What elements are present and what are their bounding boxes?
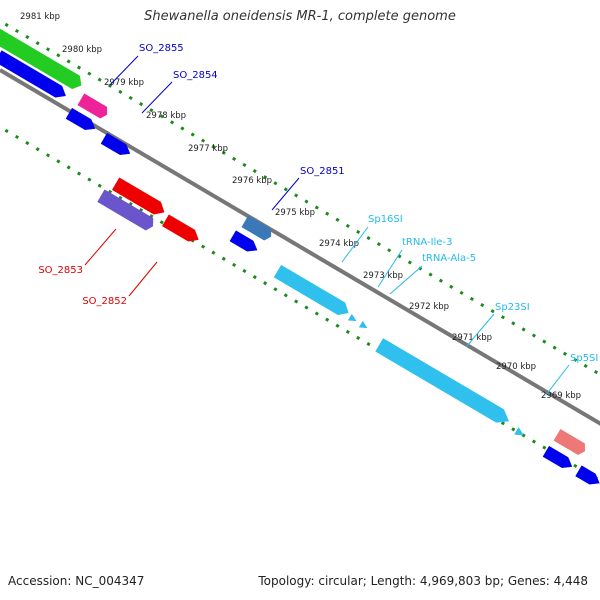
scale-tick-label: 2972 kbp	[409, 302, 449, 312]
gene-label: SO_2854	[173, 70, 218, 81]
gene-label: SO_2852	[82, 296, 127, 307]
label-leader-line	[141, 81, 173, 114]
gene-arrow	[273, 264, 349, 316]
gene-arrow	[358, 320, 368, 329]
scale-tick-label: 2974 kbp	[319, 239, 359, 249]
backbone-line	[0, 68, 600, 426]
scale-tick-label: 2981 kbp	[20, 12, 60, 22]
map-title: Shewanella oneidensis MR-1, complete gen…	[144, 9, 456, 24]
gene-label: Sp5SI	[570, 353, 598, 364]
label-leader-line	[128, 261, 158, 297]
label-leader-line	[84, 228, 117, 266]
gene-arrow	[553, 429, 586, 455]
gene-label: SO_2855	[139, 43, 184, 54]
scale-tick-label: 2976 kbp	[232, 176, 272, 186]
gene-arrow	[542, 445, 573, 468]
scale-tick-label: 2975 kbp	[275, 208, 315, 218]
gene-arrow	[375, 338, 509, 423]
gene-arrow	[241, 215, 272, 241]
gene-arrow	[100, 132, 131, 155]
label-leader-line	[271, 177, 300, 211]
scale-tick-label: 2979 kbp	[104, 78, 144, 88]
label-leader-line	[341, 226, 369, 263]
gene-label: SO_2853	[38, 265, 83, 276]
gene-label: SO_2851	[300, 166, 345, 177]
gene-arrow	[65, 107, 96, 130]
feature-layer	[0, 28, 600, 485]
gene-arrow	[0, 28, 82, 90]
scale-tick-label: 2977 kbp	[188, 144, 228, 154]
scale-tick-label: 2971 kbp	[452, 333, 492, 343]
gene-arrow	[347, 313, 357, 322]
gene-arrow	[97, 189, 154, 231]
scale-tick-label: 2970 kbp	[496, 362, 536, 372]
gene-arrow	[575, 465, 600, 485]
label-leader-line	[109, 55, 139, 86]
gene-arrow	[229, 230, 258, 252]
label-leader-line	[465, 313, 495, 348]
gene-arrow	[0, 50, 66, 98]
gene-label: tRNA-Ile-3	[402, 237, 452, 248]
genome-summary-text: Topology: circular; Length: 4,969,803 bp…	[258, 574, 588, 588]
gene-arrow	[112, 177, 165, 215]
scale-tick-label: 2978 kbp	[146, 111, 186, 121]
scale-tick-label: 2969 kbp	[541, 391, 581, 401]
label-leader-line	[377, 249, 403, 288]
gene-arrow	[514, 427, 524, 436]
scale-layer	[0, 19, 600, 483]
scale-tick-label: 2973 kbp	[363, 271, 403, 281]
scale-track-inner	[0, 125, 600, 483]
gene-label: tRNA-Ala-5	[422, 253, 476, 264]
label-leader-line	[389, 265, 423, 295]
scale-track-outer	[0, 19, 600, 377]
gene-arrow	[162, 214, 199, 242]
gene-arrow	[77, 93, 108, 119]
backbone-layer	[0, 68, 600, 426]
label-layer: 2981 kbp 2980 kbp 2979 kbp 2978 kbp 2977 kbp…	[20, 12, 598, 401]
accession-text: Accession: NC_004347	[8, 574, 145, 588]
label-leader-line	[545, 364, 570, 396]
gene-label: Sp23SI	[495, 302, 530, 313]
scale-tick-label: 2980 kbp	[62, 45, 102, 55]
gene-label: Sp16SI	[368, 214, 403, 225]
